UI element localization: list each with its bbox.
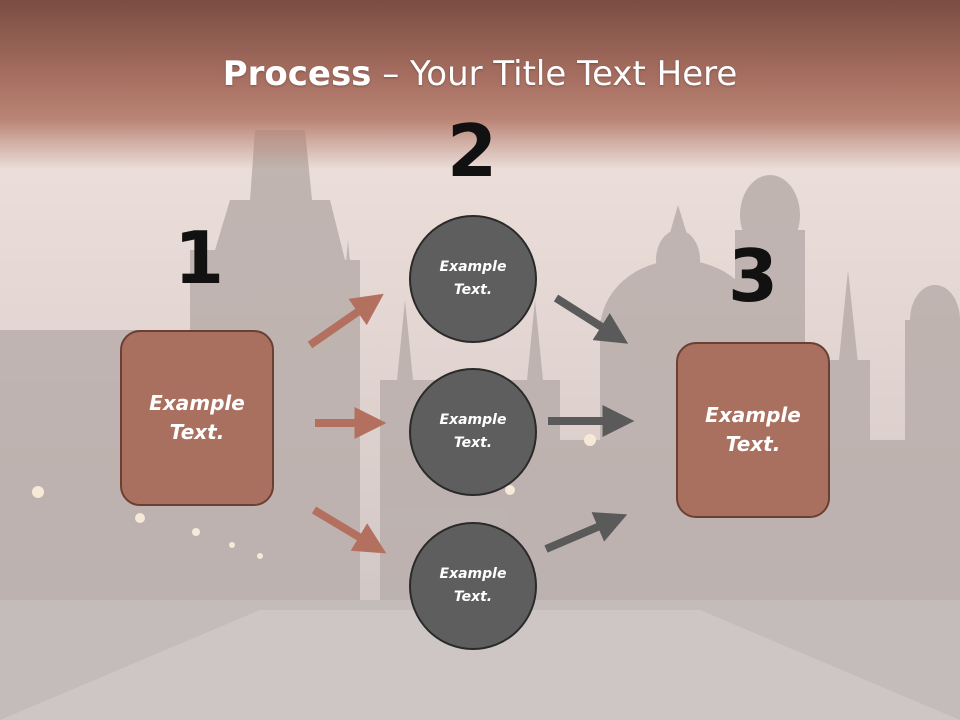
left-step-box: Example Text.: [120, 330, 274, 506]
slide-title: Process – Your Title Text Here: [0, 54, 960, 94]
circle-bottom-label: Example Text.: [439, 566, 507, 605]
circle-step-top: Example Text.: [409, 215, 537, 343]
circle-middle-label: Example Text.: [439, 412, 507, 451]
step-number-3: 3: [727, 234, 779, 318]
step-number-1: 1: [173, 216, 225, 300]
step-number-2: 2: [446, 109, 498, 193]
circle-step-bottom: Example Text.: [409, 522, 537, 650]
title-rest-part: – Your Title Text Here: [371, 54, 738, 94]
circle-top-label: Example Text.: [439, 259, 507, 298]
right-step-box: Example Text.: [676, 342, 830, 518]
title-bold-part: Process: [222, 54, 372, 94]
right-step-label: Example Text.: [705, 403, 801, 456]
circle-step-middle: Example Text.: [409, 368, 537, 496]
title-band: [0, 0, 960, 170]
left-step-label: Example Text.: [149, 391, 245, 444]
